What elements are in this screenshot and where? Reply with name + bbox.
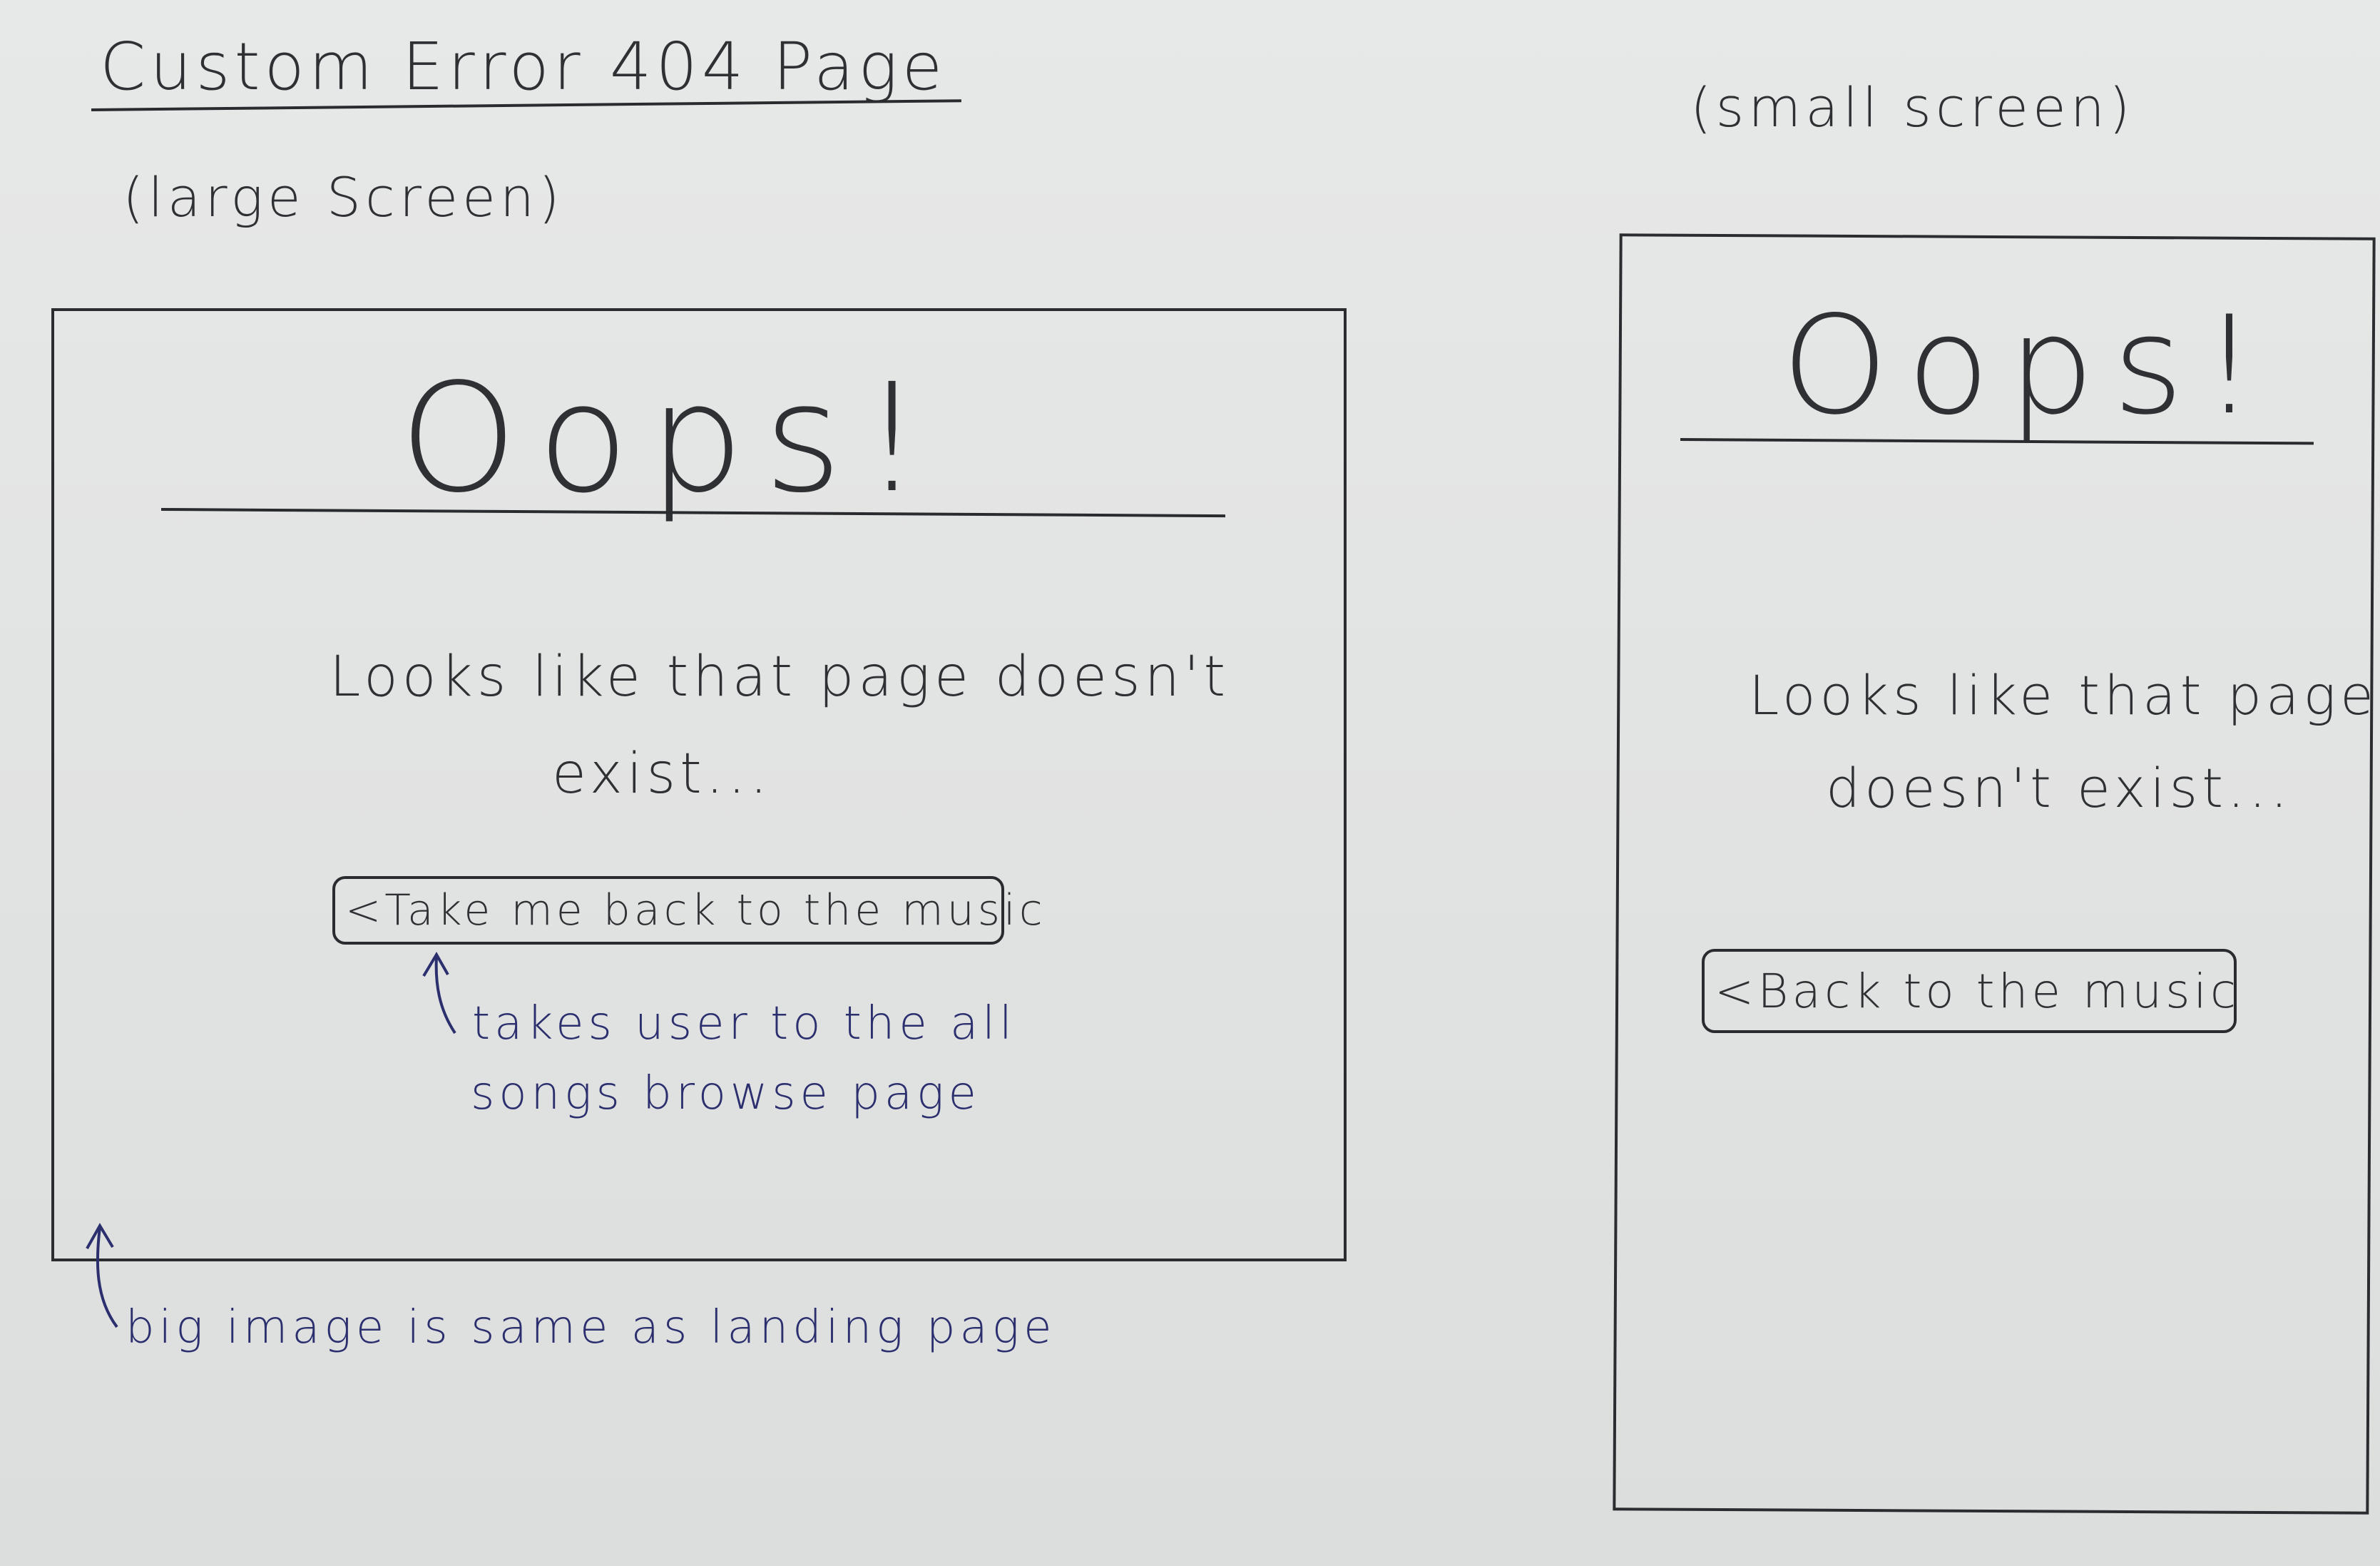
back-to-music-button[interactable]: <Back to the music bbox=[1702, 949, 2237, 1033]
small-message-line1: Looks like that page bbox=[1749, 663, 2378, 727]
button-note-line1: takes user to the all bbox=[472, 997, 1016, 1050]
button-note-line2: songs browse page bbox=[471, 1067, 981, 1120]
large-oops-heading: Oops! bbox=[399, 351, 942, 526]
take-me-back-button[interactable]: <Take me back to the music bbox=[332, 876, 1043, 945]
small-oops-heading: Oops! bbox=[1782, 287, 2275, 444]
large-message-line2: exist... bbox=[552, 742, 772, 806]
small-message-line2: doesn't exist... bbox=[1826, 756, 2292, 820]
large-message-line1: Looks like that page doesn't bbox=[330, 645, 1230, 709]
background-image-note: big image is same as landing page bbox=[126, 1301, 1056, 1354]
page-title: Custom Error 404 Page bbox=[100, 29, 947, 105]
up-arrow-icon bbox=[86, 1223, 118, 1328]
large-screen-frame bbox=[51, 308, 1347, 1261]
up-arrow-icon bbox=[422, 952, 456, 1034]
large-screen-label: (large Screen) bbox=[123, 166, 564, 229]
small-screen-label: (small screen) bbox=[1690, 76, 2135, 139]
